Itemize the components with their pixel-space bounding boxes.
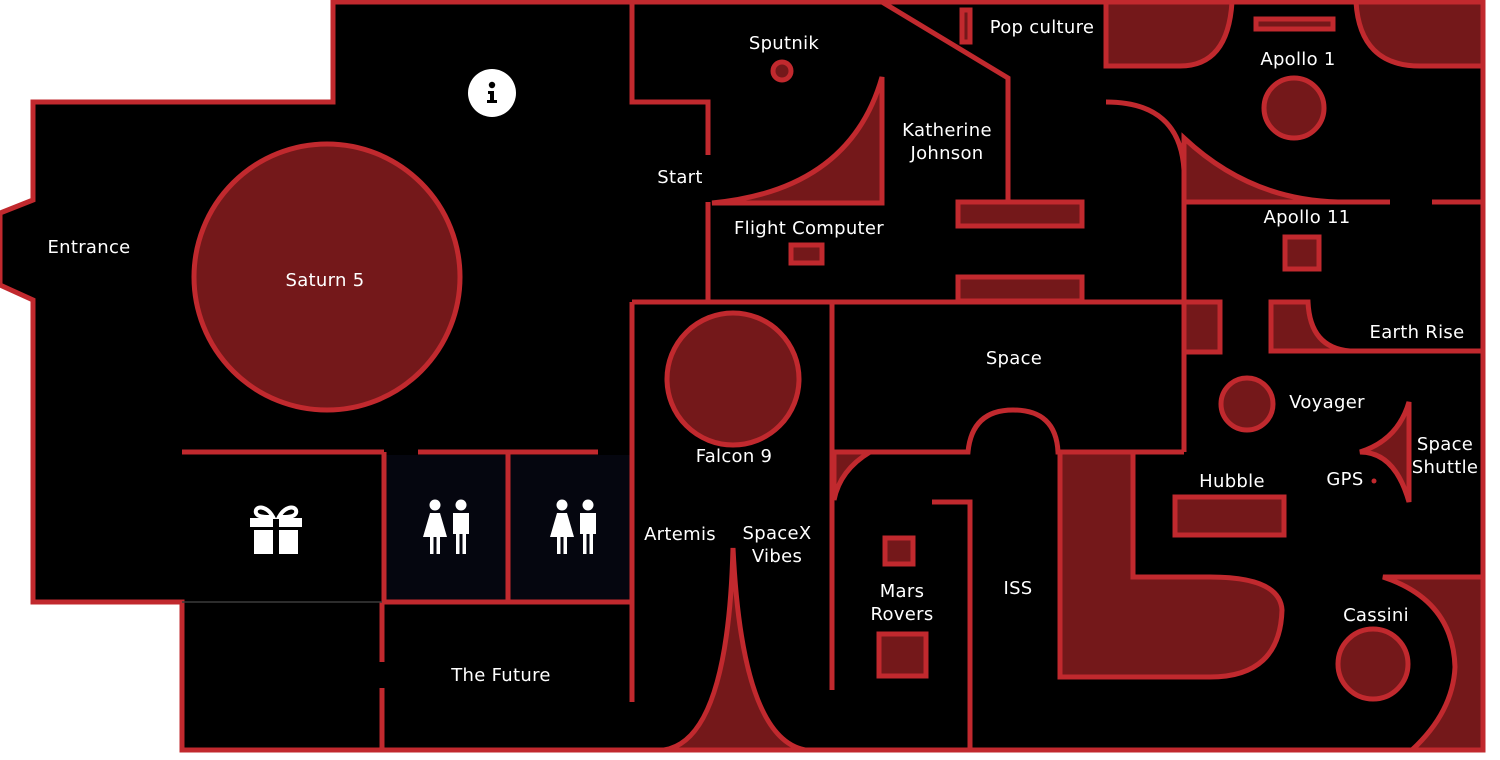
pop-culture-exhibit[interactable] — [959, 7, 973, 45]
cassini-bay — [1382, 574, 1486, 753]
voyager-exhibit[interactable] — [1218, 375, 1276, 433]
hubble-exhibit[interactable] — [1172, 494, 1287, 538]
label-entrance: Entrance — [47, 237, 130, 258]
label-apollo1: Apollo 1 — [1260, 49, 1335, 70]
exhibits — [191, 0, 1486, 753]
earth-rise-side-block — [1181, 299, 1223, 355]
space-entry-block — [955, 274, 1085, 304]
wall-iss-left — [932, 499, 973, 750]
apollo1-exhibit[interactable] — [1261, 75, 1327, 141]
flight-computer-exhibit[interactable] — [788, 242, 825, 266]
label-spacex-vibes-2: Vibes — [752, 546, 802, 567]
gps-exhibit[interactable] — [1371, 478, 1377, 484]
label-the-future: The Future — [450, 665, 551, 686]
label-hubble: Hubble — [1199, 471, 1265, 492]
label-iss: ISS — [1003, 578, 1032, 599]
saturn5-exhibit[interactable] — [191, 141, 463, 413]
falcon9-exhibit[interactable] — [664, 310, 802, 448]
label-start: Start — [657, 167, 702, 188]
label-katherine-johnson-2: Johnson — [909, 143, 983, 164]
label-earth-rise: Earth Rise — [1370, 322, 1465, 343]
earth-rise-exhibit[interactable] — [1268, 299, 1351, 354]
label-mars-rovers-1: Mars — [880, 581, 925, 602]
label-flight-computer: Flight Computer — [734, 218, 884, 239]
label-spacex-vibes-1: SpaceX — [743, 523, 812, 544]
label-katherine-johnson-1: Katherine — [902, 120, 992, 141]
restroom-1-floor — [385, 455, 507, 600]
gift-icon[interactable] — [250, 505, 302, 554]
mars-rover-small[interactable] — [882, 535, 916, 567]
label-space: Space — [986, 348, 1042, 369]
wall-start-1 — [629, 2, 711, 155]
space-shuttle-exhibit[interactable] — [1359, 401, 1412, 503]
label-pop-culture: Pop culture — [990, 17, 1095, 38]
wall-space-bottom — [832, 407, 1184, 455]
wall-diagonal — [880, 0, 1011, 202]
label-gps: GPS — [1326, 469, 1363, 490]
label-sputnik: Sputnik — [749, 33, 820, 54]
katherine-johnson-exhibit[interactable] — [955, 199, 1085, 229]
spacex-vibes-exhibit[interactable] — [663, 547, 806, 753]
label-space-shuttle-1: Space — [1417, 434, 1473, 455]
label-falcon9: Falcon 9 — [696, 446, 773, 467]
top-bar-exhibit — [1253, 16, 1336, 32]
label-saturn5: Saturn 5 — [286, 270, 365, 291]
top-block-1 — [1103, 0, 1235, 69]
label-voyager: Voyager — [1289, 392, 1365, 413]
mars-rover-large[interactable] — [876, 631, 929, 679]
cassini-exhibit[interactable] — [1335, 626, 1411, 702]
wall-apollo-curve — [1105, 99, 1187, 452]
iss-exhibit[interactable] — [1057, 449, 1285, 680]
labels: Entrance Saturn 5 Sputnik Start Flight C… — [47, 17, 1478, 686]
sputnik-exhibit[interactable] — [770, 59, 794, 83]
top-block-2 — [1353, 0, 1486, 69]
label-space-shuttle-2: Shuttle — [1412, 457, 1479, 478]
label-mars-rovers-2: Rovers — [870, 604, 933, 625]
info-icon[interactable] — [468, 69, 516, 117]
label-artemis: Artemis — [644, 524, 716, 545]
label-cassini: Cassini — [1343, 605, 1409, 626]
label-apollo11: Apollo 11 — [1263, 207, 1350, 228]
apollo11-exhibit[interactable] — [1282, 234, 1322, 272]
